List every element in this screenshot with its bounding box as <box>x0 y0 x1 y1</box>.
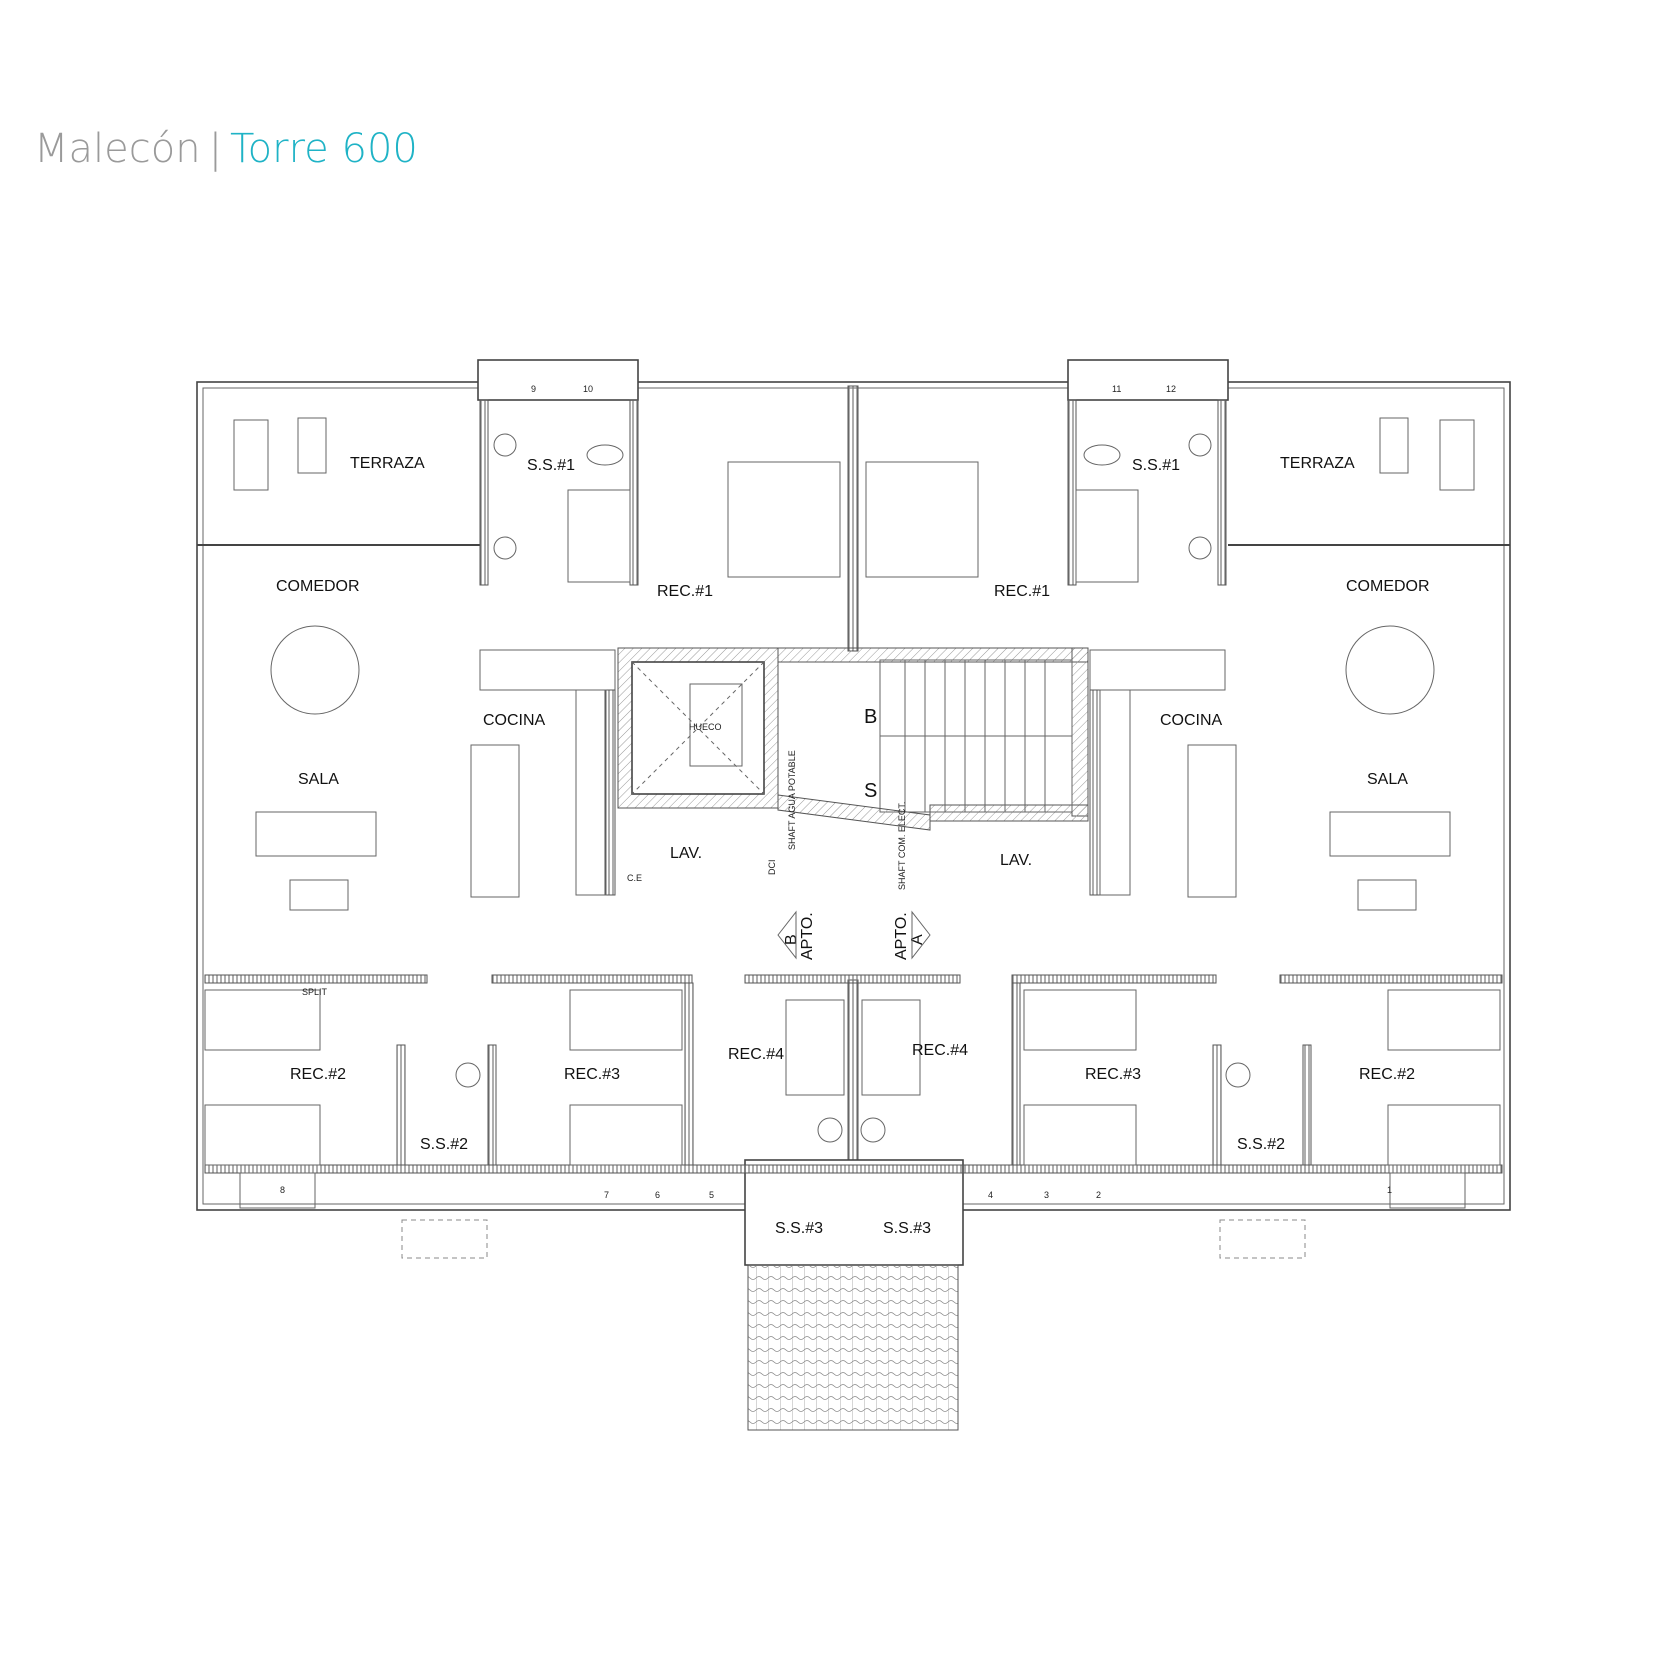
label-ss3-right: S.S.#3 <box>883 1220 931 1237</box>
label-ss1-right: S.S.#1 <box>1132 457 1180 474</box>
building-outline <box>196 359 1511 1431</box>
label-ss2-left: S.S.#2 <box>420 1136 468 1153</box>
label-comedor-left: COMEDOR <box>276 578 360 595</box>
bedroom-walls <box>204 974 1503 1209</box>
label-apto-b-letter: B <box>783 934 800 945</box>
title-separator: | <box>208 126 223 172</box>
page-title: Malecón|Torre 600 <box>34 126 418 172</box>
label-rec4-right: REC.#4 <box>912 1042 968 1059</box>
ac-unit-8: 8 <box>280 1185 285 1195</box>
ac-unit-2: 2 <box>1096 1190 1101 1200</box>
label-ss1-left: S.S.#1 <box>527 457 575 474</box>
label-cocina-left: COCINA <box>483 712 546 729</box>
label-cocina-right: COCINA <box>1160 712 1223 729</box>
label-ss3-left: S.S.#3 <box>775 1220 823 1237</box>
label-rec3-left: REC.#3 <box>564 1066 620 1083</box>
label-rec1-right: REC.#1 <box>994 583 1050 600</box>
label-rec2-right: REC.#2 <box>1359 1066 1415 1083</box>
label-rec3-right: REC.#3 <box>1085 1066 1141 1083</box>
rec1-furniture <box>727 461 979 1096</box>
shaft-agua-label: SHAFT AGUA POTABLE <box>787 750 797 850</box>
label-rec1-left: REC.#1 <box>657 583 713 600</box>
annotations: SPLIT SHAFT AGUA POTABLE SHAFT COM. ELEC… <box>302 750 907 997</box>
kitchens <box>470 649 1237 898</box>
label-apto-b: APTO. <box>799 912 816 960</box>
shaft-elect-label: SHAFT COM. ELECT. <box>897 802 907 890</box>
tower-name: Torre 600 <box>230 126 418 172</box>
label-rec4-left: REC.#4 <box>728 1046 784 1063</box>
room-labels: TERRAZA TERRAZA COMEDOR COMEDOR SALA SAL… <box>276 455 1430 1237</box>
ac-unit-6: 6 <box>655 1190 660 1200</box>
label-sala-right: SALA <box>1367 771 1408 788</box>
label-terraza-right: TERRAZA <box>1280 455 1355 472</box>
ac-unit-12: 12 <box>1166 384 1176 394</box>
ac-unit-3: 3 <box>1044 1190 1049 1200</box>
label-stair-s: S <box>864 780 877 802</box>
ac-unit-4: 4 <box>988 1190 993 1200</box>
label-rec2-left: REC.#2 <box>290 1066 346 1083</box>
ac-unit-5: 5 <box>709 1190 714 1200</box>
ac-unit-numbers: 1 2 3 4 5 6 7 8 9 10 11 12 <box>280 384 1392 1200</box>
ac-unit-9: 9 <box>531 384 536 394</box>
living-furniture <box>233 417 1475 911</box>
ac-unit-10: 10 <box>583 384 593 394</box>
split-label: SPLIT <box>302 987 328 997</box>
entrance-ramp <box>747 1264 959 1431</box>
label-stair-b: B <box>864 706 877 728</box>
label-comedor-right: COMEDOR <box>1346 578 1430 595</box>
label-ss2-right: S.S.#2 <box>1237 1136 1285 1153</box>
ac-unit-1: 1 <box>1387 1185 1392 1195</box>
label-lav-right: LAV. <box>1000 852 1032 869</box>
ac-unit-11: 11 <box>1112 384 1121 394</box>
bathroom-walls <box>479 399 1227 586</box>
core <box>617 647 1089 831</box>
ce-label: C.E <box>627 873 642 883</box>
label-apto-a: APTO. <box>893 912 910 960</box>
label-terraza-left: TERRAZA <box>350 455 425 472</box>
dci-label: DCI <box>767 860 777 876</box>
label-sala-left: SALA <box>298 771 339 788</box>
ac-unit-7: 7 <box>604 1190 609 1200</box>
project-name: Malecón <box>34 126 201 172</box>
label-hueco: HUECO <box>689 722 722 732</box>
label-lav-left: LAV. <box>670 845 702 862</box>
label-apto-a-letter: A <box>909 934 926 945</box>
